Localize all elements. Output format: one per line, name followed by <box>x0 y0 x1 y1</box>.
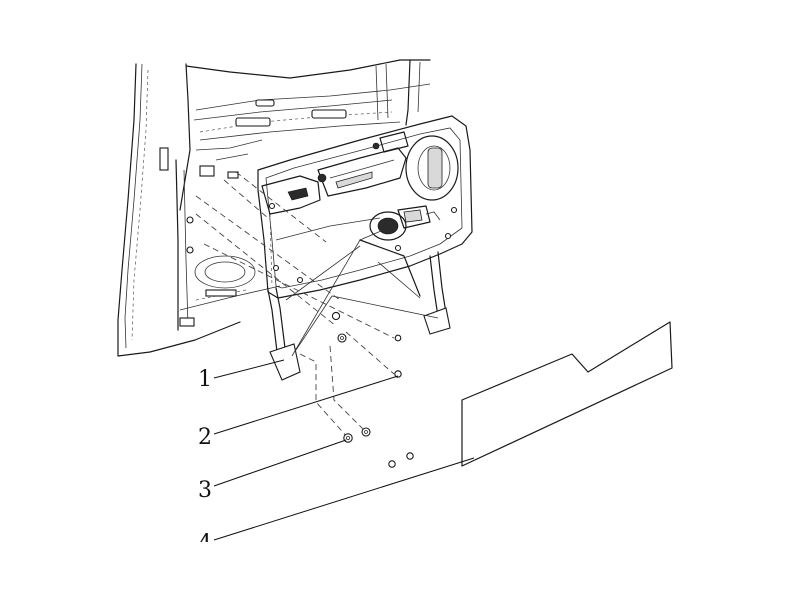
water-shield-panel <box>461 321 673 467</box>
fasteners <box>331 311 414 468</box>
door-inner-frame <box>117 59 431 357</box>
washer <box>331 311 371 443</box>
window-regulator <box>267 205 451 381</box>
screw <box>388 334 414 468</box>
leader-line-2 <box>213 375 399 435</box>
explosion-lines <box>195 171 395 439</box>
callout-3: 3 <box>198 478 212 503</box>
regulator-motor <box>369 205 441 241</box>
leader-line-1 <box>213 359 285 379</box>
callout-2: 2 <box>198 425 212 450</box>
bottom-crop <box>0 542 800 600</box>
callout-1: 1 <box>198 367 212 392</box>
callout-leaders <box>213 359 475 541</box>
leader-line-4 <box>213 457 475 541</box>
callout-numbers: 1 2 3 4 <box>198 367 212 556</box>
leader-line-3 <box>213 439 347 487</box>
door-module-panel <box>257 115 473 299</box>
